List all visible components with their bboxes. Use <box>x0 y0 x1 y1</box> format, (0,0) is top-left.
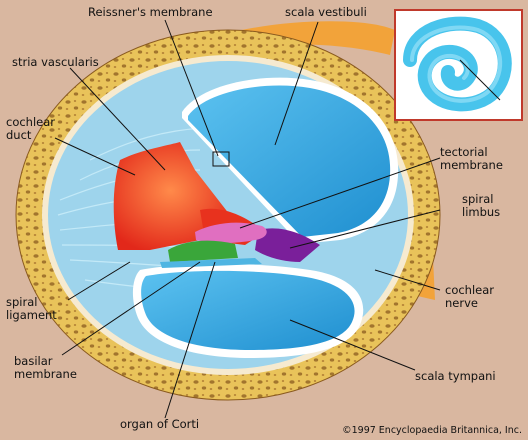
label-spiral-ligament: spiral ligament <box>6 295 57 322</box>
basilar-membrane-shape <box>160 258 262 268</box>
organ-of-corti-shape <box>168 240 238 262</box>
tectorial-membrane-shape <box>195 222 267 243</box>
label-cochlear-duct: cochlear duct <box>6 115 56 142</box>
label-reissners-membrane: Reissner's membrane <box>88 5 213 19</box>
label-basilar-membrane: basilar membrane <box>14 354 77 381</box>
label-cochlear-nerve: cochlear nerve <box>445 283 495 310</box>
label-stria-vascularis: stria vascularis <box>12 55 99 69</box>
label-spiral-limbus: spiral limbus <box>462 192 501 219</box>
inset-cochlea-illustration <box>394 9 523 121</box>
label-organ-of-corti: organ of Corti <box>120 417 200 431</box>
label-tectorial-membrane: tectorial membrane <box>440 145 503 172</box>
reissners-membrane-box <box>212 151 230 167</box>
copyright-notice: ©1997 Encyclopaedia Britannica, Inc. <box>342 425 522 436</box>
label-scala-tympani: scala tympani <box>415 369 496 383</box>
spiral-limbus-shape <box>255 228 320 262</box>
label-scala-vestibuli: scala vestibuli <box>285 5 367 19</box>
